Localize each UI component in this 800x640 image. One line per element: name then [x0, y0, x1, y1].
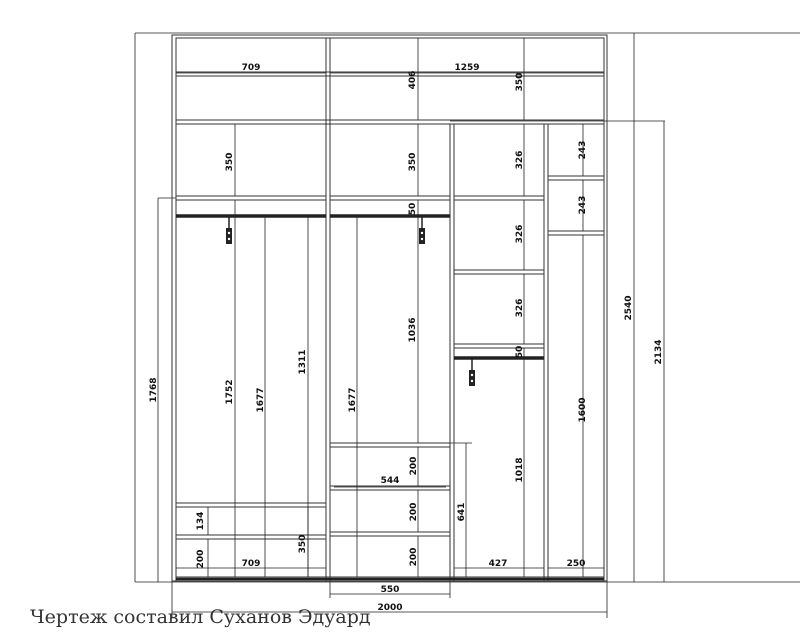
hanger-icon	[226, 216, 232, 244]
dim-326-b: 326	[515, 225, 525, 244]
dimension-labels: 709 1259 406 350 350 350 326 326 326 243…	[149, 63, 664, 613]
dim-406: 406	[408, 71, 418, 90]
dim-641: 641	[457, 503, 467, 522]
drawing-caption: Чертеж составил Суханов Эдуард	[30, 606, 371, 628]
dim-1018: 1018	[515, 457, 525, 482]
dimension-lines	[176, 38, 604, 577]
dim-200-drawer-3: 200	[409, 548, 419, 567]
dim-550: 550	[381, 585, 400, 595]
dim-250: 250	[567, 559, 586, 569]
dim-326-c: 326	[515, 299, 525, 318]
dim-709-bottom: 709	[242, 559, 261, 569]
hanger-hooks	[226, 216, 475, 386]
dim-200-left: 200	[196, 550, 206, 569]
dim-427: 427	[489, 559, 508, 569]
dim-1036: 1036	[408, 317, 418, 342]
dim-50-middle: 50	[408, 203, 418, 216]
dim-1752: 1752	[225, 379, 235, 404]
dim-709-top: 709	[242, 63, 261, 73]
dim-1311: 1311	[298, 349, 308, 374]
dim-1677-middle: 1677	[348, 387, 358, 412]
dim-350-top: 350	[515, 73, 525, 92]
hanging-rails	[176, 214, 604, 581]
dim-134: 134	[196, 512, 206, 531]
hanger-icon	[419, 216, 425, 244]
hanger-icon	[469, 358, 475, 386]
dim-1768: 1768	[149, 377, 159, 402]
dim-2000: 2000	[377, 603, 402, 613]
dim-1600: 1600	[578, 397, 588, 422]
dim-326-a: 326	[515, 151, 525, 170]
dim-243-a: 243	[578, 141, 588, 160]
extension-lines	[134, 32, 800, 618]
dim-1259: 1259	[454, 63, 479, 73]
dim-200-drawer-1: 200	[409, 457, 419, 476]
dim-2540: 2540	[624, 295, 634, 320]
dim-243-b: 243	[578, 196, 588, 215]
dim-200-drawer-2: 200	[409, 503, 419, 522]
dim-544: 544	[381, 476, 400, 486]
dim-350-middle: 350	[408, 153, 418, 172]
dim-350-left: 350	[225, 153, 235, 172]
cabinet-panels	[171, 34, 608, 582]
dim-2134: 2134	[654, 339, 664, 364]
dim-350-bottom: 350	[298, 535, 308, 554]
dim-1677-left: 1677	[256, 387, 266, 412]
dim-50-right: 50	[515, 346, 525, 359]
